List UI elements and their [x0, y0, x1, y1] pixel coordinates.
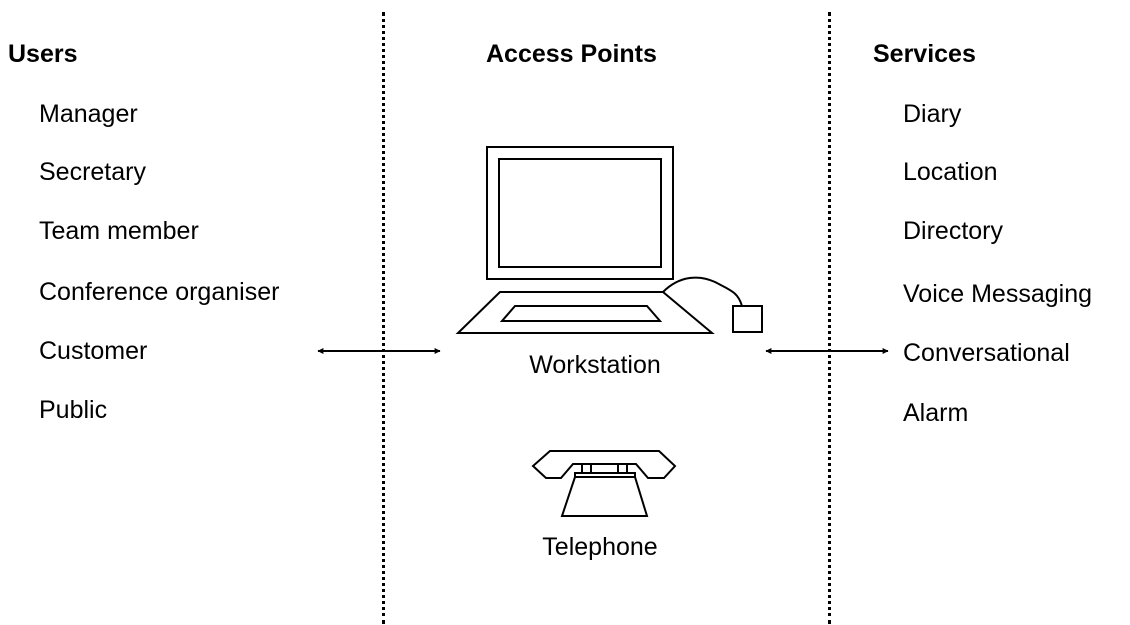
workstation-icon	[455, 146, 763, 334]
workstation-label: Workstation	[529, 351, 661, 379]
user-item-manager: Manager	[39, 100, 138, 128]
access-points-heading: Access Points	[486, 40, 657, 68]
service-item-location: Location	[903, 158, 998, 186]
service-item-directory: Directory	[903, 217, 1004, 245]
service-item-voice-messaging: Voice Messaging	[903, 280, 1093, 308]
divider-right	[828, 12, 831, 624]
telephone-label: Telephone	[542, 533, 658, 561]
services-heading: Services	[873, 40, 976, 68]
user-item-customer: Customer	[39, 337, 148, 365]
divider-left	[382, 12, 385, 624]
user-item-team-member: Team member	[39, 217, 199, 245]
users-heading: Users	[8, 40, 78, 68]
user-item-public: Public	[39, 396, 108, 424]
user-item-secretary: Secretary	[39, 158, 146, 186]
user-item-conference-organiser: Conference organiser	[39, 278, 280, 306]
telephone-icon	[531, 450, 677, 517]
service-item-alarm: Alarm	[903, 399, 969, 427]
service-item-diary: Diary	[903, 100, 962, 128]
service-item-conversational: Conversational	[903, 339, 1070, 367]
